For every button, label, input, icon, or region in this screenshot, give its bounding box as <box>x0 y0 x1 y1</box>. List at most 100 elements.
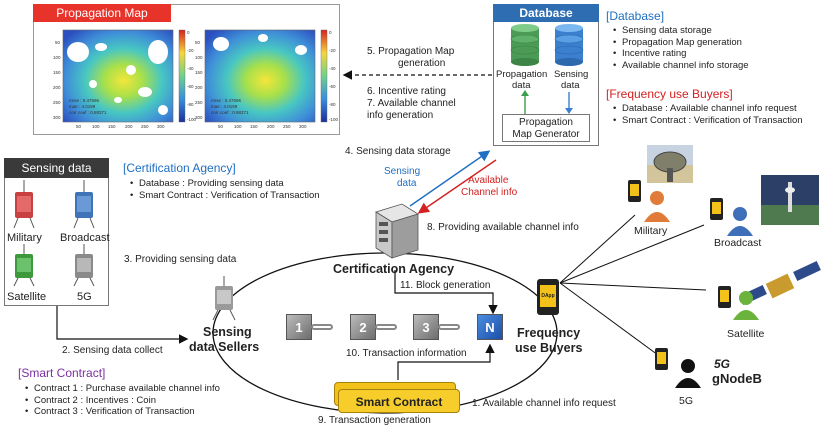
map1-cbar-tick: 0 <box>187 30 190 35</box>
step-7-line1: 7. Available channel <box>367 98 456 109</box>
map2-xtick: 150 <box>250 124 258 129</box>
propagation-db-icon <box>510 24 540 66</box>
map2-xtick: 100 <box>234 124 242 129</box>
available-channel-flow-1: Available <box>468 175 509 186</box>
right-broadcast-label: Broadcast <box>714 237 762 249</box>
map2-ytick: 300 <box>195 115 203 120</box>
map1-ytick: 50 <box>55 40 61 45</box>
smart-info-heading: [Smart Contract] <box>18 366 106 380</box>
map1-cbar-tick: -40 <box>187 66 194 71</box>
propagation-map-title-text: Propagation Map <box>56 6 148 20</box>
map1-ytick: 250 <box>53 100 61 105</box>
sensing-military-label: Military <box>7 232 42 244</box>
database-title-text: Database <box>519 6 573 20</box>
map1-xtick: 200 <box>125 124 133 129</box>
buyer-link <box>559 282 659 356</box>
smart-info-item: Contract 3 : Verification of Transaction <box>25 406 220 418</box>
map2-xtick: 50 <box>218 124 224 129</box>
db-info-item: Available channel info storage <box>613 60 749 72</box>
sensing-broadcast-label: Broadcast <box>60 232 110 244</box>
sensing-data-title: Sensing data <box>4 158 109 178</box>
military-person-icon <box>644 191 670 222</box>
dapp-screen: DApp <box>540 285 556 307</box>
map2-cbar-tick: -100 <box>329 117 339 122</box>
broadcast-person-icon <box>727 207 753 236</box>
server-icon <box>375 203 419 259</box>
radar-image <box>647 145 693 183</box>
map-dot <box>258 34 268 42</box>
dapp-label: DApp <box>541 293 555 299</box>
map-generator-line1: Propagation <box>519 117 573 128</box>
cert-info-heading: [Certification Agency] <box>123 161 236 175</box>
block-n: N <box>477 314 503 340</box>
map-dot <box>67 42 89 62</box>
map2-cbar-tick: -20 <box>329 48 336 53</box>
available-channel-flow-2: Channel info <box>461 187 518 198</box>
sensing-5g-label: 5G <box>77 291 92 303</box>
sensing-satellite-label: Satellite <box>7 291 47 303</box>
sellers-label-1: Sensing <box>203 325 252 339</box>
db-info-item: Propagation Map generation <box>613 37 749 49</box>
step-1: 1. Available channel info request <box>472 398 616 409</box>
5g-person-icon <box>675 359 701 388</box>
map1-cbar-tick: -60 <box>187 84 194 89</box>
cert-info-item: Database : Providing sensing data <box>130 178 320 190</box>
block-3: 3 <box>413 314 439 340</box>
sensing-data-flow-1: Sensing <box>384 166 421 177</box>
chain-link <box>375 324 397 330</box>
sensing-data-label-1: Sensing <box>554 69 589 80</box>
map2-ytick: 200 <box>195 85 203 90</box>
sensing-data-label-2: data <box>561 80 580 91</box>
map1-info: corr coef : 0.88371 <box>69 110 107 115</box>
propagation-map-title: Propagation Map <box>33 4 171 22</box>
satellite-sensor-icon <box>13 244 35 287</box>
seller-sensor-icon <box>212 276 236 321</box>
chain-link <box>438 324 460 330</box>
sensing-storage-arrow <box>409 150 491 207</box>
db-info-heading: [Database] <box>606 9 665 23</box>
available-channel-arrow <box>417 159 497 214</box>
map-dot <box>295 45 307 55</box>
map-dot <box>95 43 107 51</box>
map2-ytick: 150 <box>195 70 203 75</box>
map2-ytick: 250 <box>195 100 203 105</box>
step-3: 3. Providing sensing data <box>124 254 237 265</box>
database-cylinders <box>510 24 584 114</box>
smart-info-item: Contract 1 : Purchase available channel … <box>25 383 220 395</box>
map-dot <box>89 80 97 88</box>
step-7-line2: info generation <box>367 110 434 121</box>
buyer-link <box>559 282 707 291</box>
map1-xtick: 100 <box>92 124 100 129</box>
map1-cbar-tick: -100 <box>187 117 197 122</box>
buyers-label-2: use Buyers <box>515 341 583 355</box>
buyers-phone-icon: DApp <box>537 279 559 315</box>
step-4: 4. Sensing data storage <box>345 146 451 157</box>
buyers-info-list: Database : Available channel info reques… <box>612 103 803 126</box>
map1-ytick: 200 <box>53 85 61 90</box>
map2-cbar-tick: -80 <box>329 102 336 107</box>
step-9: 9. Transaction generation <box>318 415 431 426</box>
map1-xtick: 300 <box>157 124 165 129</box>
buyers-label-1: Frequency <box>517 326 581 340</box>
cert-info-list: Database : Providing sensing data Smart … <box>129 178 320 201</box>
map2-xtick: 300 <box>299 124 307 129</box>
step-10: 10. Transaction information <box>346 348 467 359</box>
chain-link <box>311 324 333 330</box>
smart-contract-box: Smart Contract <box>338 389 460 413</box>
db-info-list: Sensing data storage Propagation Map gen… <box>612 25 749 71</box>
sensing-data-flow-2: data <box>397 178 417 189</box>
map-dot <box>126 65 136 75</box>
map-dot <box>114 97 122 103</box>
map2-xtick: 250 <box>283 124 291 129</box>
right-5g-label: 5G <box>679 395 694 407</box>
map2-ytick: 100 <box>195 55 203 60</box>
propagation-data-label-2: data <box>512 80 531 91</box>
broadcast-sensor-icon <box>73 180 95 229</box>
map1-ytick: 100 <box>53 55 61 60</box>
map2-info: rmse : 0.47596 <box>211 98 242 103</box>
sensing-db-icon <box>554 24 584 66</box>
map-generator-line2: Map Generator <box>512 129 580 140</box>
cert-info-item: Smart Contract : Verification of Transac… <box>130 190 320 202</box>
right-military-label: Military <box>634 225 668 237</box>
map-dot <box>213 37 229 51</box>
